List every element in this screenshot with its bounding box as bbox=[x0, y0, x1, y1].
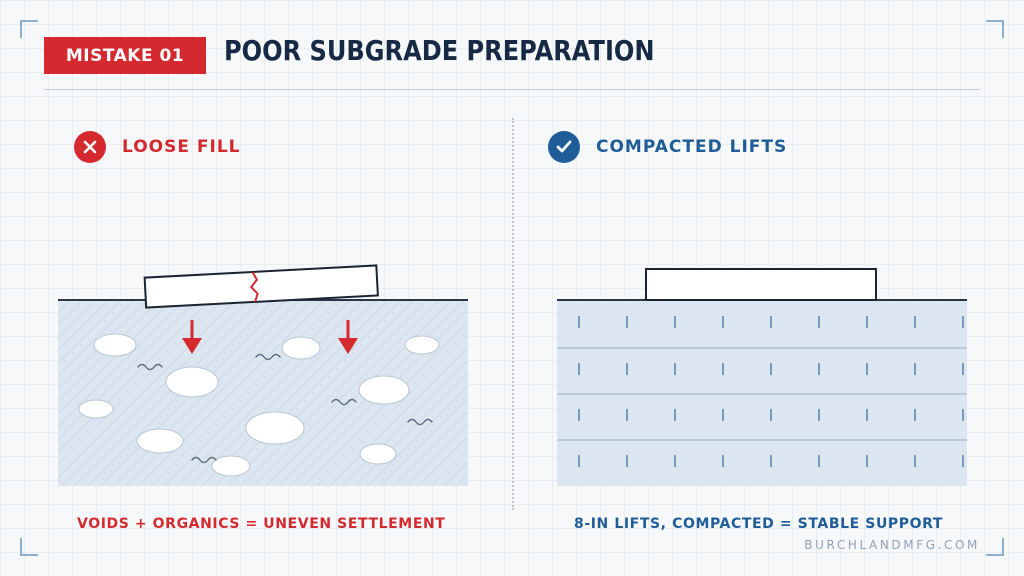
corner-bracket-top-left bbox=[20, 20, 38, 38]
level-slab bbox=[645, 268, 877, 301]
loose-fill-caption: VOIDS + ORGANICS = UNEVEN SETTLEMENT bbox=[77, 516, 446, 532]
organic-squiggle bbox=[191, 456, 217, 464]
organic-squiggle bbox=[407, 418, 433, 426]
loose-fill-diagram bbox=[56, 250, 476, 495]
void bbox=[136, 428, 184, 454]
void bbox=[404, 335, 440, 355]
slab-crack bbox=[249, 271, 259, 303]
void bbox=[165, 366, 219, 398]
loose-fill-label: LOOSE FILL bbox=[122, 137, 241, 157]
page-title: POOR SUBGRADE PREPARATION bbox=[224, 34, 655, 67]
tilted-slab bbox=[143, 264, 379, 309]
void bbox=[245, 411, 305, 445]
void bbox=[78, 399, 114, 419]
void bbox=[358, 375, 410, 405]
lift-boundaries bbox=[557, 347, 967, 441]
mistake-badge: MISTAKE 01 bbox=[44, 37, 206, 74]
compacted-lifts-label: COMPACTED LIFTS bbox=[596, 137, 788, 157]
organic-squiggle bbox=[331, 398, 357, 406]
corner-bracket-bottom-right bbox=[986, 538, 1004, 556]
corner-bracket-bottom-left bbox=[20, 538, 38, 556]
compacted-lifts-diagram bbox=[555, 260, 975, 495]
organics-group bbox=[137, 353, 433, 464]
voids-group bbox=[78, 333, 440, 477]
void bbox=[211, 455, 251, 477]
panel-divider bbox=[512, 118, 514, 510]
void bbox=[93, 333, 137, 357]
header-rule bbox=[44, 89, 980, 90]
settlement-arrow-right bbox=[338, 320, 358, 354]
corner-bracket-top-right bbox=[986, 20, 1004, 38]
compacted-lifts-heading: COMPACTED LIFTS bbox=[548, 131, 787, 163]
compaction-ticks bbox=[578, 316, 964, 467]
settlement-arrow-left bbox=[182, 320, 202, 354]
x-circle-icon bbox=[74, 131, 106, 163]
void bbox=[281, 336, 321, 360]
loose-fill-heading: LOOSE FILL bbox=[74, 131, 241, 163]
check-circle-icon bbox=[548, 131, 580, 163]
compacted-lifts-caption: 8-IN LIFTS, COMPACTED = STABLE SUPPORT bbox=[574, 516, 944, 532]
organic-squiggle bbox=[255, 353, 281, 361]
organic-squiggle bbox=[137, 363, 163, 371]
website-url[interactable]: BURCHLANDMFG.COM bbox=[804, 538, 980, 552]
void bbox=[359, 443, 397, 465]
